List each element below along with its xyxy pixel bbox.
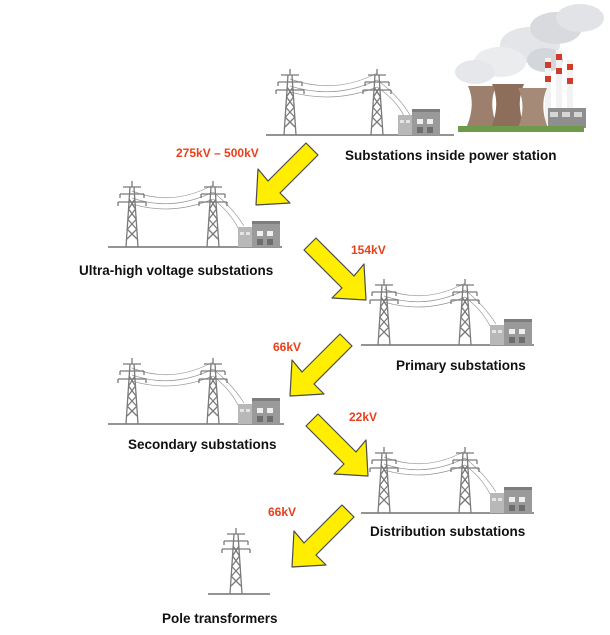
stage-label-ultra-high-voltage: Ultra-high voltage substations [79,263,274,278]
voltage-label: 66kV [268,505,297,519]
substation-building-icon [238,221,280,247]
transmission-tower-icon [450,446,480,514]
transmission-tower-icon [117,357,147,425]
voltage-label: 22kV [349,410,378,424]
voltage-label: 154kV [351,243,386,257]
substation-building-icon [490,487,532,513]
substation-building-icon [490,319,532,345]
secondary-substation-scene [108,357,284,425]
arrow-down-left-icon [291,504,355,568]
transmission-tower-icon [362,68,392,136]
stage-label-pole-transformers: Pole transformers [162,611,278,626]
transmission-tower-icon [221,527,251,595]
stage-label-power-station: Substations inside power station [345,148,557,163]
transmission-tower-icon [369,278,399,346]
stage-label-distribution: Distribution substations [370,524,526,539]
stage-label-primary: Primary substations [396,358,526,373]
voltage-label: 66kV [273,340,302,354]
transmission-tower-icon [198,180,228,248]
substation-building-icon [238,398,280,424]
power-station-substation-scene [266,68,454,136]
transmission-tower-icon [450,278,480,346]
transmission-tower-icon [275,68,305,136]
distribution-substation-scene [361,446,534,514]
transmission-tower-icon [198,357,228,425]
voltage-label: 275kV – 500kV [176,146,259,160]
arrow-down-left-icon [255,142,319,206]
transmission-tower-icon [117,180,147,248]
pole-transformer-scene [208,527,270,595]
power-station-icon [455,4,604,132]
ultra-high-voltage-substation-scene [108,180,282,248]
transmission-tower-icon [369,446,399,514]
primary-substation-scene [361,278,534,346]
substation-building-icon [398,109,440,135]
stage-label-secondary: Secondary substations [128,437,277,452]
